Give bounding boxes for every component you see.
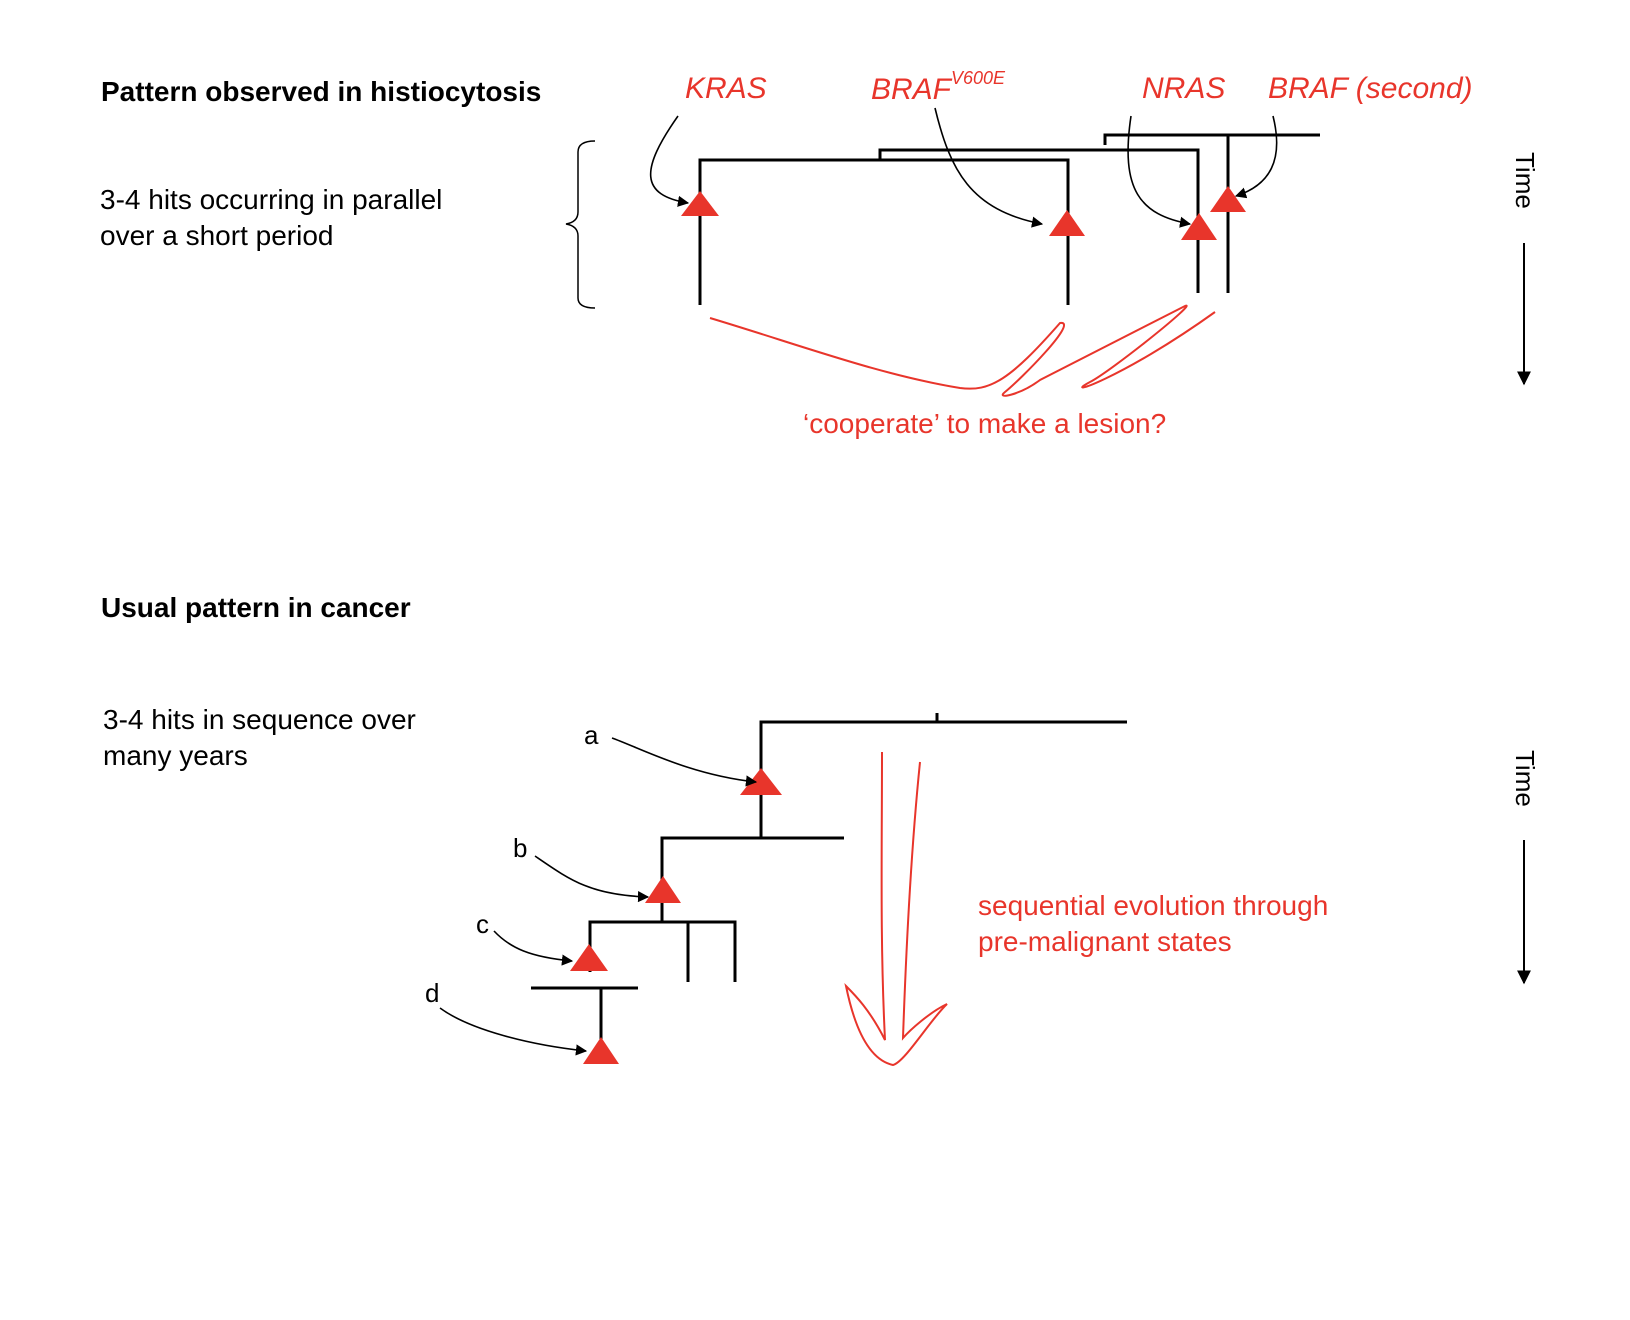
tree-branch-top bbox=[1103, 133, 1320, 145]
tree-branch-kras bbox=[698, 158, 1070, 305]
gene-label-braf-v600e-superscript: V600E bbox=[951, 68, 1006, 88]
bottom-description-line1: 3-4 hits in sequence over bbox=[103, 704, 416, 735]
sequential-down-arrow bbox=[844, 751, 948, 1067]
top-description-line2: over a short period bbox=[100, 220, 334, 251]
hit-label-a: a bbox=[584, 720, 599, 750]
hit-label-c: c bbox=[476, 909, 489, 939]
pointer-arrow-kras bbox=[649, 115, 690, 207]
hit-label-d: d bbox=[425, 978, 440, 1008]
hit-triangle-a bbox=[740, 768, 782, 795]
tree-branch-connector bbox=[878, 148, 1200, 293]
pointer-arrow-nras bbox=[1127, 115, 1192, 228]
parallel-tree bbox=[698, 133, 1320, 305]
pointer-arrow-a bbox=[611, 737, 758, 787]
hit-triangle-braf-v600e bbox=[1049, 210, 1085, 236]
pointer-arrow-b bbox=[534, 855, 650, 903]
hit-triangle-nras bbox=[1181, 213, 1217, 240]
tree-branch-c bbox=[588, 920, 737, 982]
gene-label-braf-second: BRAF (second) bbox=[1268, 72, 1473, 105]
sequential-annotation-line1: sequential evolution through bbox=[978, 890, 1329, 921]
hit-triangle-d bbox=[583, 1037, 619, 1064]
hit-triangle-c bbox=[570, 944, 608, 971]
sequential-tree bbox=[531, 713, 1127, 1064]
top-description-line1: 3-4 hits occurring in parallel bbox=[100, 184, 443, 215]
hit-triangle-braf-second bbox=[1210, 186, 1246, 212]
bottom-heading: Usual pattern in cancer bbox=[101, 592, 411, 623]
pointer-arrow-d bbox=[439, 1007, 588, 1056]
tree-branch-b bbox=[660, 836, 844, 922]
gene-label-kras: KRAS bbox=[685, 72, 767, 105]
hit-label-b: b bbox=[513, 833, 528, 863]
bottom-description-line2: many years bbox=[103, 740, 248, 771]
top-heading: Pattern observed in histiocytosis bbox=[101, 76, 542, 107]
gene-label-braf-v600e-main: BRAF bbox=[871, 73, 952, 106]
gene-label-braf-v600e: BRAFV600E bbox=[871, 68, 1005, 107]
cooperate-annotation: ‘cooperate’ to make a lesion? bbox=[803, 408, 1167, 439]
cooperate-curve bbox=[709, 304, 1216, 397]
gene-label-nras: NRAS bbox=[1142, 72, 1226, 105]
hit-triangle-b bbox=[645, 876, 681, 903]
pointer-arrow-c bbox=[493, 930, 574, 966]
time-brace bbox=[565, 140, 596, 309]
tree-branch-a bbox=[759, 720, 1127, 838]
pointer-arrow-braf-second bbox=[1234, 115, 1278, 199]
pointer-arrow-braf-v600e bbox=[934, 107, 1044, 228]
sequential-annotation-line2: pre-malignant states bbox=[978, 926, 1232, 957]
hit-triangle-kras bbox=[681, 191, 719, 216]
